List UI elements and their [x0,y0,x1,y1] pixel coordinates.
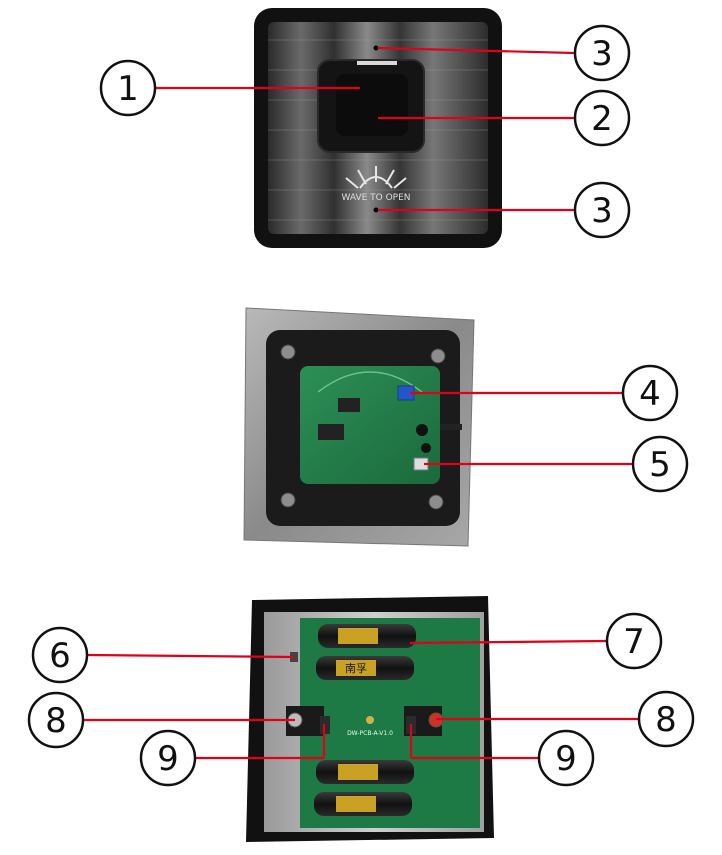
callout-5: 5 [631,435,689,493]
battery-band [336,660,376,676]
inner-screw-bl [280,492,296,508]
battery-brand: 南孚 [345,662,367,675]
svg-text:5: 5 [649,445,671,485]
leader-line-6 [87,653,295,659]
back-view-panel: 南孚 DW-PCB-A-V1.0 [246,596,494,842]
callout-3-bottom: 3 [573,181,631,239]
wave-hand-logo [345,166,407,189]
inner-screw-tl [280,344,296,360]
pcb-chip-2 [318,424,344,440]
battery-band [336,796,376,812]
callout-3-top: 3 [573,24,631,82]
leader-line-3a [377,46,575,55]
callout-6: 6 [31,626,89,684]
inner-screw-br [428,494,444,510]
indicator-strip [357,61,397,65]
callout-2: 2 [573,89,631,147]
callout-8-right: 8 [637,690,695,748]
screw-hole-bottom [373,207,379,213]
leader-line-7 [409,639,607,645]
callout-7: 7 [605,612,663,670]
callout-1: 1 [99,59,157,117]
svg-text:6: 6 [49,636,71,676]
svg-text:8: 8 [45,701,67,741]
svg-text:4: 4 [639,374,661,414]
pcb-arc [317,371,423,393]
pcb-code: DW-PCB-A-V1.0 [347,730,393,737]
logo-text: WAVE TO OPEN [341,193,410,203]
svg-text:1: 1 [117,69,139,109]
front-view-panel: WAVE TO OPEN [254,8,502,248]
callout-markers: 1 2 3 3 4 5 6 7 [27,24,695,787]
callout-9-right: 9 [537,729,595,787]
battery-band [338,628,378,644]
screw-hole-top [373,45,379,51]
pcb-chip [338,398,360,412]
leader-lines [84,46,638,760]
callout-4: 4 [621,364,679,422]
inner-view-panel [243,307,475,547]
side-cable [440,424,462,430]
svg-text:3: 3 [591,34,613,74]
pcb-component-a [416,424,428,436]
svg-text:7: 7 [623,622,645,662]
callout-8-left: 8 [27,691,85,749]
svg-text:8: 8 [655,700,677,740]
battery-pack-top: 南孚 [316,624,416,680]
center-led [366,716,374,724]
svg-text:3: 3 [591,191,613,231]
battery-pack-bottom [314,760,414,816]
sensor-lens [336,74,408,136]
pcb-component-b [421,443,431,453]
svg-text:9: 9 [157,739,179,779]
svg-text:9: 9 [555,739,577,779]
battery-band [338,764,378,780]
inner-screw-tr [430,348,446,364]
svg-text:2: 2 [591,99,613,139]
callout-9-left: 9 [139,729,197,787]
